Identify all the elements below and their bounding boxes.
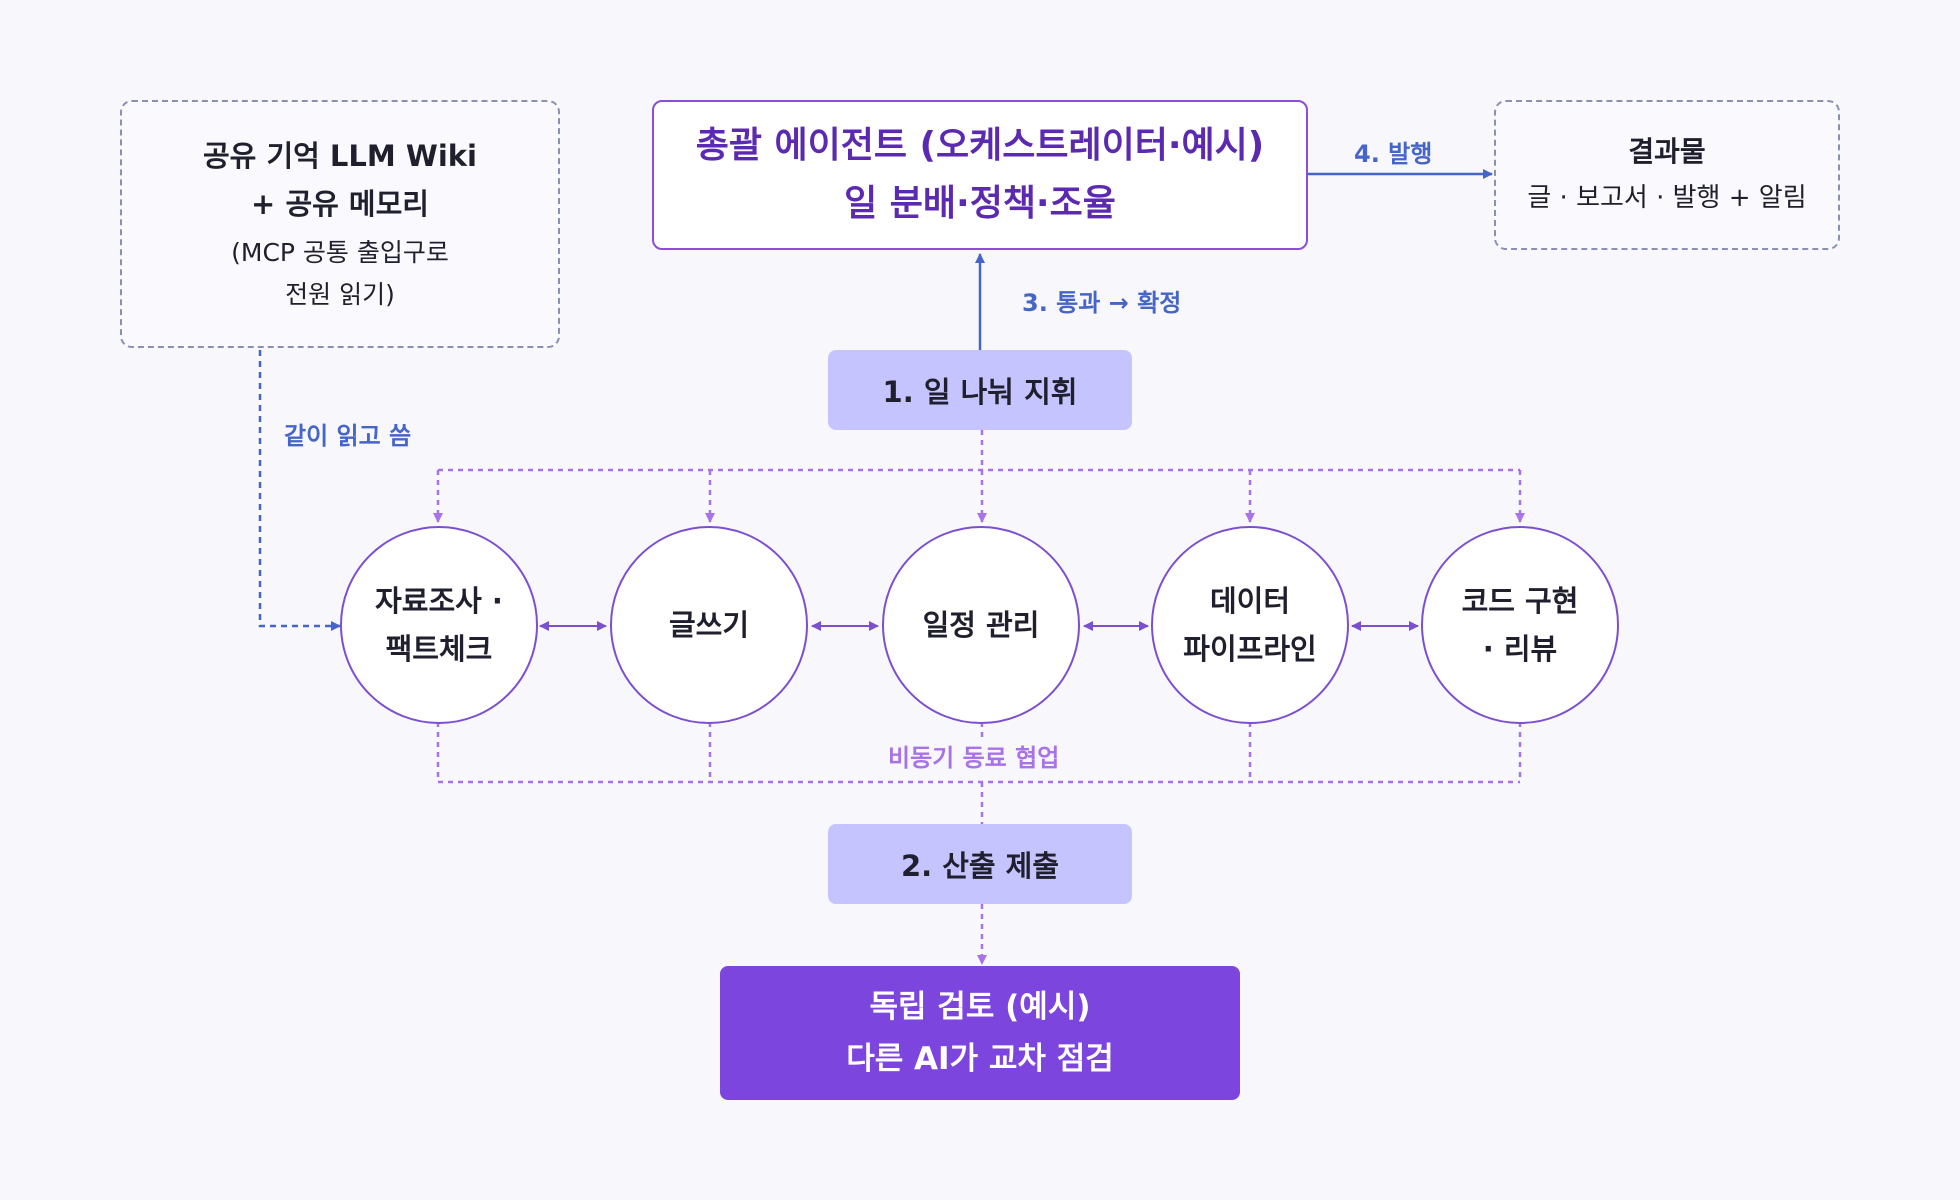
agent-code-review-line1: 코드 구현 (1461, 584, 1579, 618)
review-line2: 다른 AI가 교차 점검 (846, 1041, 1114, 1077)
shared-rw-label: 같이 읽고 씀 (284, 422, 412, 450)
review-line1: 독립 검토 (예시) (869, 989, 1091, 1025)
orchestrator-box: 총괄 에이전트 (오케스트레이터·예시) 일 분배·정책·조율 (652, 100, 1308, 250)
dispatch-step: 1. 일 나눠 지휘 (828, 350, 1132, 430)
orchestrator-line1: 총괄 에이전트 (오케스트레이터·예시) (695, 125, 1265, 166)
memory-note-line2: 전원 읽기) (285, 280, 395, 309)
agent-data-pipeline-line1: 데이터 (1209, 584, 1291, 618)
memory-note-line1: (MCP 공통 출입구로 (231, 238, 449, 267)
memory-to-agent-connector (258, 350, 341, 631)
orchestrator-line2: 일 분배·정책·조율 (844, 183, 1116, 224)
submit-connectors (436, 722, 1522, 965)
agent-code-review-line2: · 리뷰 (1482, 632, 1558, 666)
shared-memory-box: 공유 기억 LLM Wiki + 공유 메모리 (MCP 공통 출입구로 전원 … (120, 100, 560, 348)
agent-research-line1: 자료조사 · (375, 584, 503, 618)
dispatch-connectors (433, 430, 1525, 523)
agent-research-line2: 팩트체크 (385, 632, 493, 666)
independent-review-box: 독립 검토 (예시) 다른 AI가 교차 점검 (720, 966, 1240, 1100)
agent-data-pipeline: 데이터 파이프라인 (1151, 526, 1349, 724)
async-collab-label: 비동기 동료 협업 (888, 744, 1060, 772)
memory-title-line2: + 공유 메모리 (251, 187, 429, 221)
memory-title-line1: 공유 기억 LLM Wiki (203, 139, 477, 173)
publish-label: 4. 발행 (1354, 140, 1433, 168)
agent-schedule-line1: 일정 관리 (922, 608, 1040, 642)
agent-code-review: 코드 구현 · 리뷰 (1421, 526, 1619, 724)
approve-label: 3. 통과 → 확정 (1022, 289, 1182, 317)
result-detail: 글 · 보고서 · 발행 + 알림 (1527, 183, 1807, 213)
result-title: 결과물 (1628, 135, 1706, 168)
agent-writing: 글쓰기 (610, 526, 808, 724)
agent-schedule: 일정 관리 (882, 526, 1080, 724)
agent-writing-line1: 글쓰기 (668, 608, 750, 642)
agent-research: 자료조사 · 팩트체크 (340, 526, 538, 724)
submit-step: 2. 산출 제출 (828, 824, 1132, 904)
agent-data-pipeline-line2: 파이프라인 (1183, 632, 1317, 666)
result-box: 결과물 글 · 보고서 · 발행 + 알림 (1494, 100, 1840, 250)
